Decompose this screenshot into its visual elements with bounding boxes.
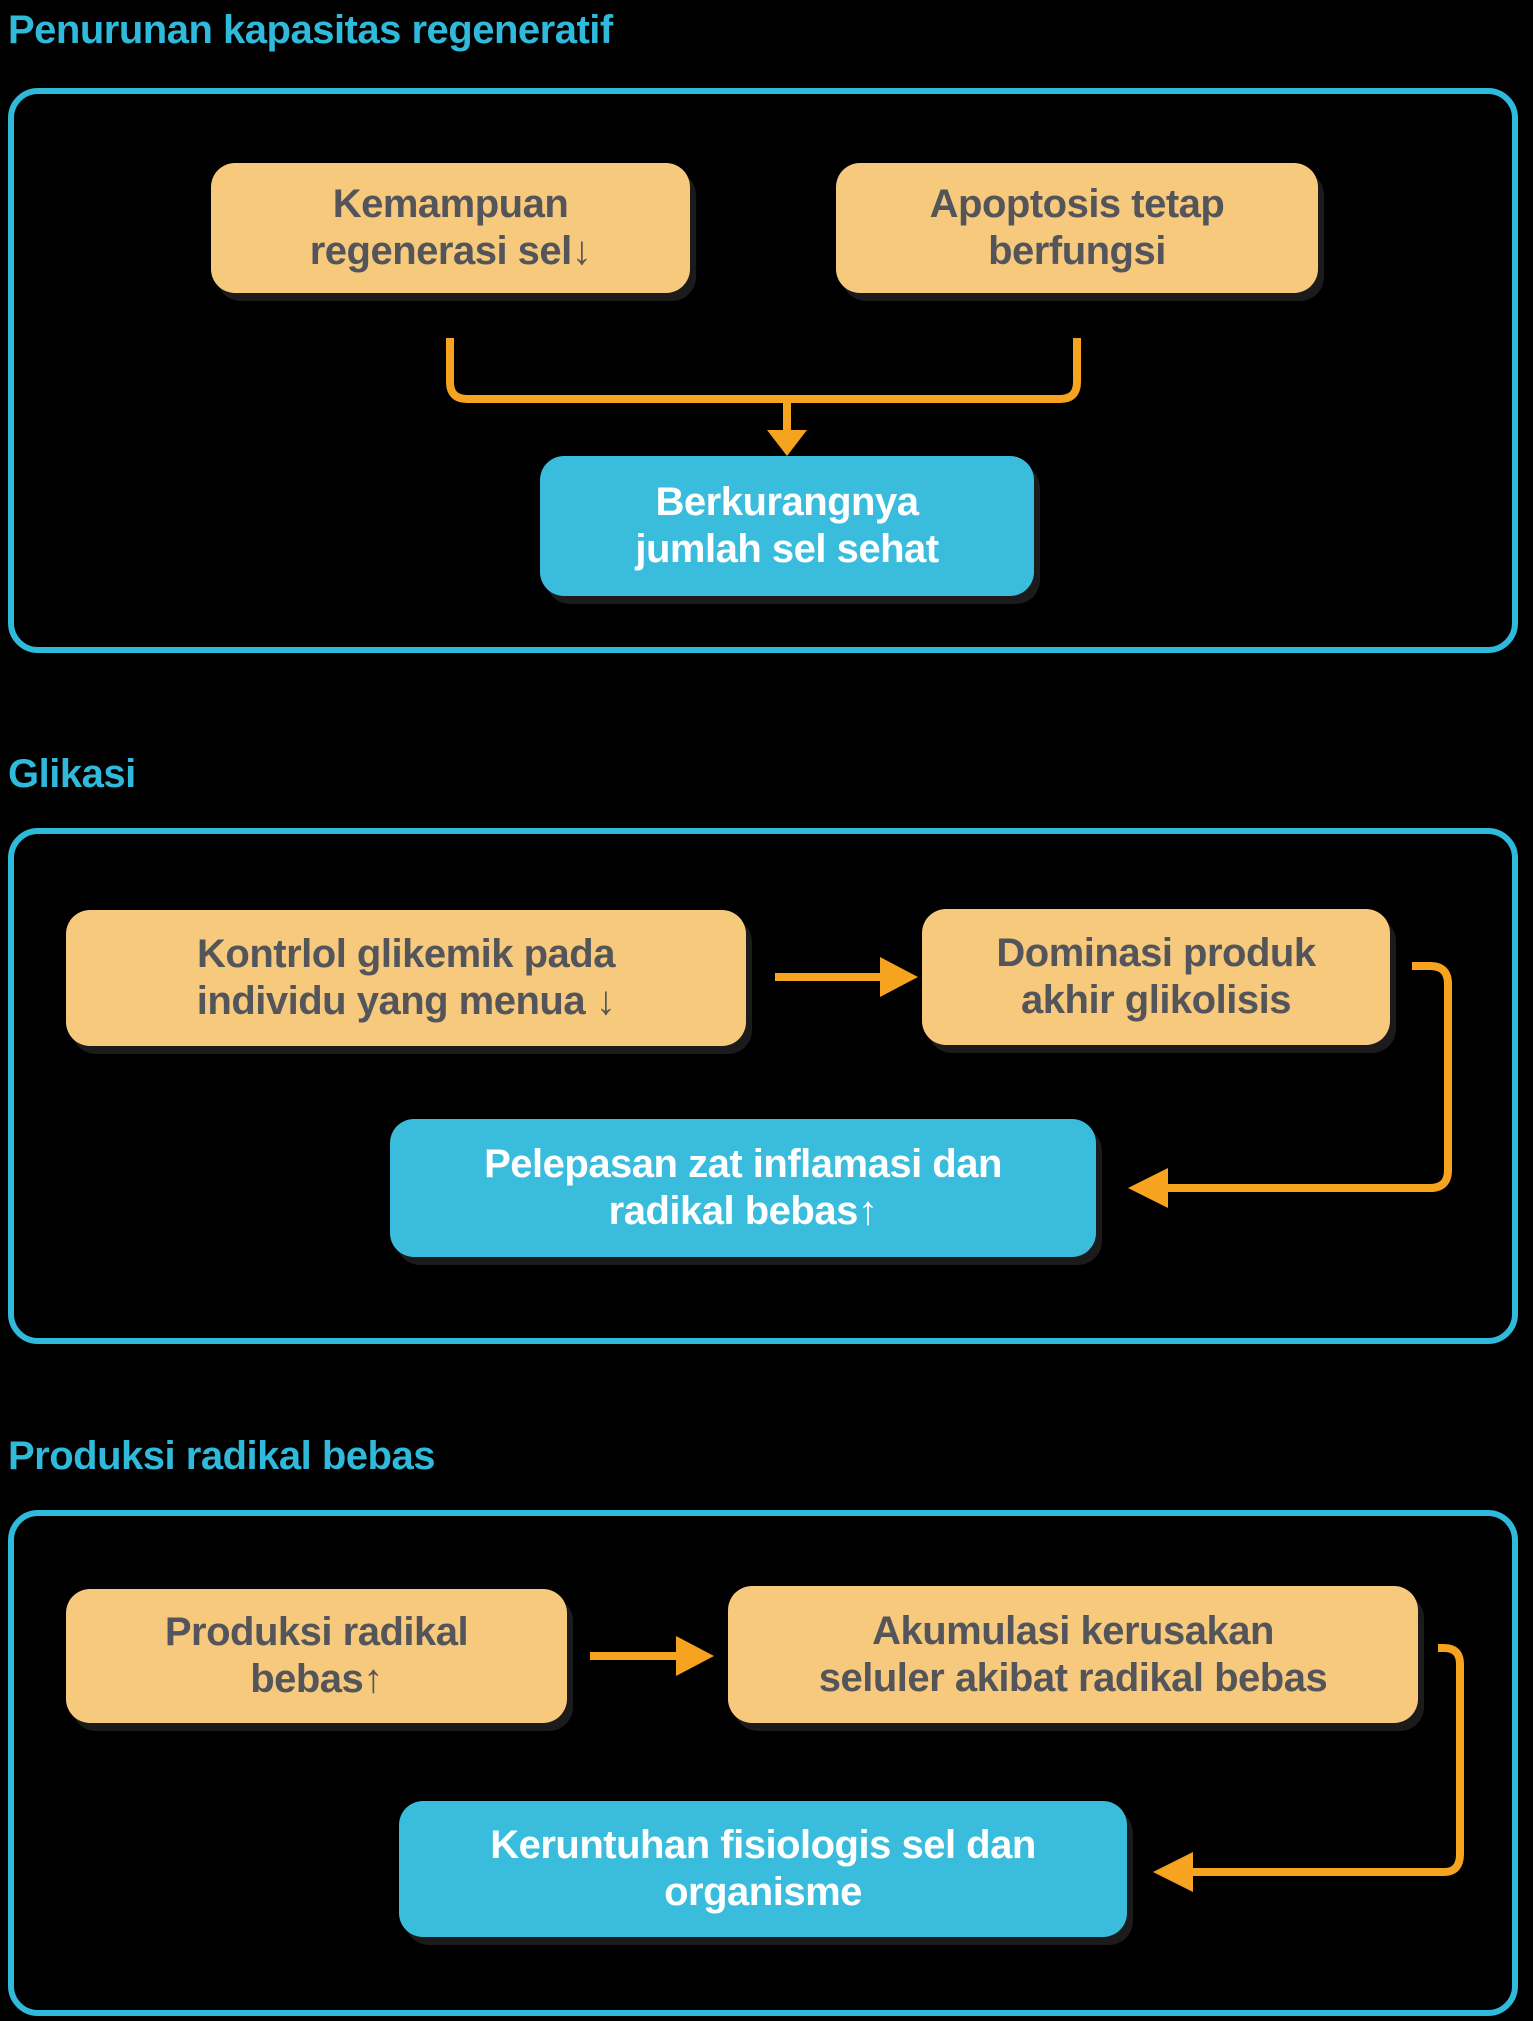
box-line: radikal bebas↑ xyxy=(608,1189,878,1233)
section-title-regenerative-capacity: Penurunan kapasitas regeneratif xyxy=(8,8,613,52)
box-line: regenerasi sel↓ xyxy=(309,229,592,273)
box-line: Kontrlol glikemik pada xyxy=(197,932,615,976)
box-line: bebas↑ xyxy=(250,1657,383,1701)
box-line: organisme xyxy=(664,1870,862,1914)
section-title-glycation: Glikasi xyxy=(8,752,136,796)
section-title-free-radical-production: Produksi radikal bebas xyxy=(8,1434,435,1478)
panel-free-radical-production xyxy=(8,1510,1518,2016)
box-line: Akumulasi kerusakan xyxy=(872,1608,1274,1653)
box-inflammatory-release: Pelepasan zat inflamasi dan radikal beba… xyxy=(390,1119,1096,1257)
box-line: Keruntuhan fisiologis sel dan xyxy=(490,1823,1036,1867)
box-line: Berkurangnya xyxy=(655,480,919,524)
box-line: individu yang menua ↓ xyxy=(196,979,616,1023)
box-cell-regeneration-ability: Kemampuan regenerasi sel↓ xyxy=(211,163,690,293)
box-glycemic-control: Kontrlol glikemik pada individu yang men… xyxy=(66,910,746,1046)
box-line: Apoptosis tetap xyxy=(929,182,1225,226)
box-line: berfungsi xyxy=(988,229,1166,273)
box-reduced-healthy-cells: Berkurangnya jumlah sel sehat xyxy=(540,456,1034,596)
box-apoptosis-still-functioning: Apoptosis tetap berfungsi xyxy=(836,163,1318,293)
box-line: Kemampuan xyxy=(332,182,569,226)
box-free-radical-production: Produksi radikal bebas↑ xyxy=(66,1589,567,1723)
box-line: Dominasi produk xyxy=(996,931,1316,975)
box-line: jumlah sel sehat xyxy=(635,527,939,571)
box-line: seluler akibat radikal bebas xyxy=(818,1655,1328,1700)
box-physiological-collapse: Keruntuhan fisiologis sel dan organisme xyxy=(399,1801,1127,1937)
panel-glycation xyxy=(8,828,1518,1344)
box-line: akhir glikolisis xyxy=(1021,978,1291,1022)
panel-regenerative-capacity xyxy=(8,88,1518,653)
box-cellular-damage-accumulation: Akumulasi kerusakan seluler akibat radik… xyxy=(728,1586,1418,1723)
box-line: Produksi radikal xyxy=(164,1610,469,1654)
box-glycolysis-end-products: Dominasi produk akhir glikolisis xyxy=(922,909,1390,1045)
box-line: Pelepasan zat inflamasi dan xyxy=(484,1142,1002,1186)
